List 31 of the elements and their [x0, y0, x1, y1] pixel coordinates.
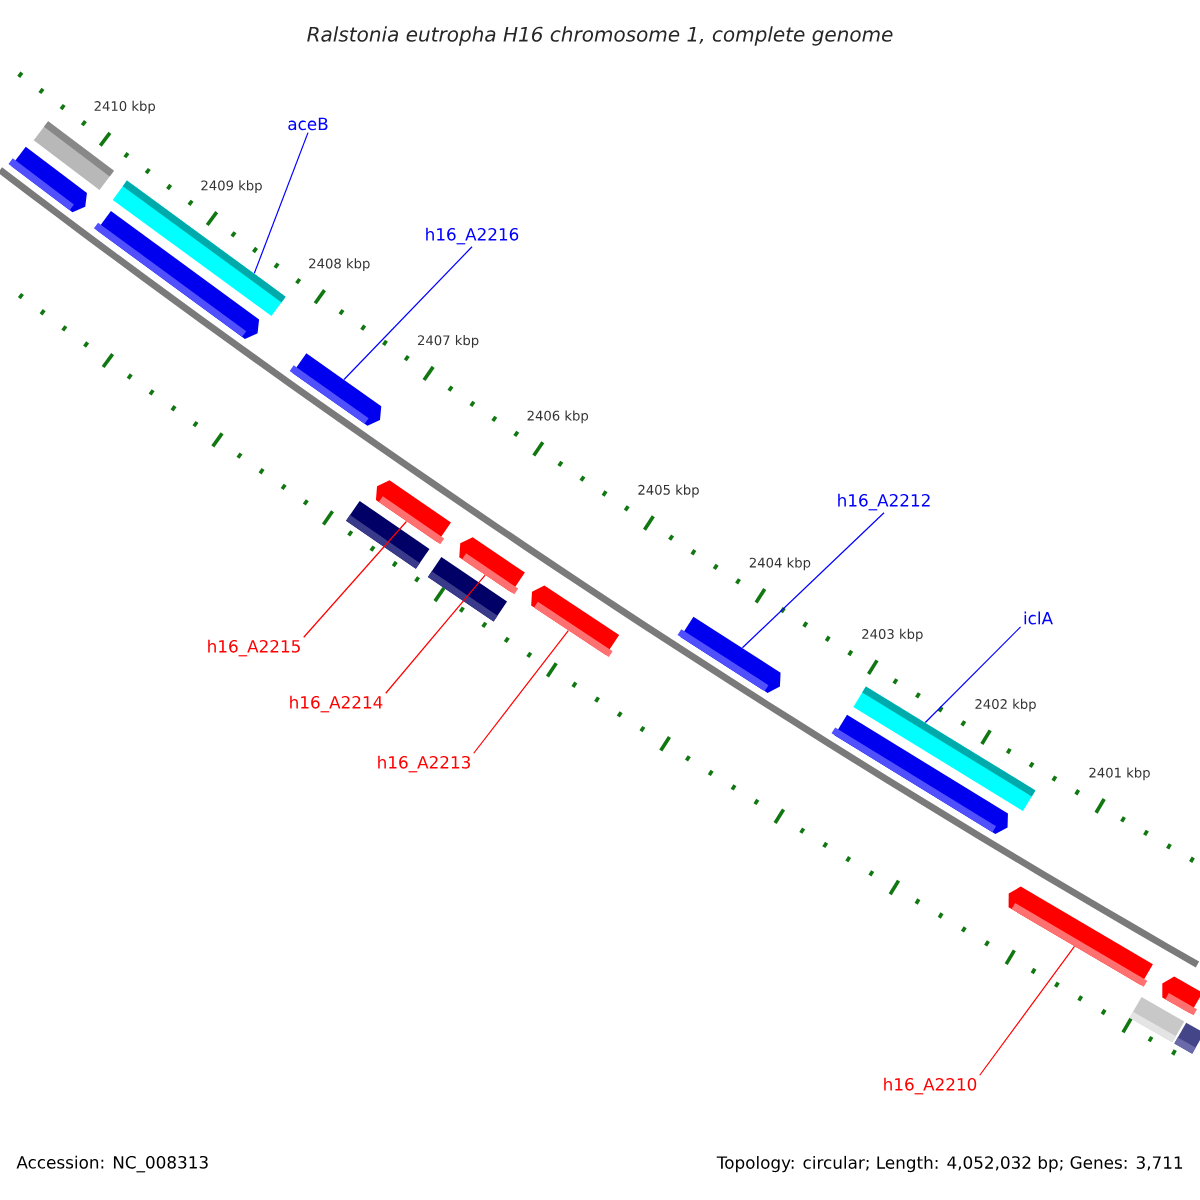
gene-block [289, 353, 382, 426]
leader-line [473, 630, 569, 754]
gene-block [93, 211, 260, 339]
gene-label: h16_A2210 [884, 1077, 977, 1095]
gene-label: h16_A2213 [378, 755, 470, 773]
gene-label: h16_A2215 [208, 639, 300, 657]
gene-bar [1174, 1022, 1200, 1054]
gene-block [1008, 886, 1153, 987]
gene-label: h16_A2216 [426, 227, 519, 245]
gene-bar [346, 500, 430, 569]
gene-bar [427, 557, 508, 622]
title: Ralstonia eutropha H16 chromosome 1, complete genome [307, 26, 893, 46]
footer-text: Topology: circular; Length: 4,052,032 bp; Genes: 3,711 [716, 1155, 1183, 1173]
gene-block [8, 146, 87, 213]
leader-line [741, 512, 885, 649]
gene-block [1162, 976, 1200, 1016]
leader-line [253, 132, 309, 274]
gene-label: h16_A2214 [290, 695, 383, 713]
gene-block [831, 714, 1008, 835]
gene-label: aceB [288, 117, 328, 131]
leader-line [343, 246, 473, 381]
gene-label: iclA [1024, 611, 1053, 625]
gene-label: h16_A2212 [838, 493, 930, 511]
gene-block [531, 585, 620, 658]
leader-line [303, 520, 408, 638]
leader-line [924, 626, 1022, 724]
footer-text: Accession: NC_008313 [16, 1155, 208, 1173]
leader-line [979, 945, 1076, 1076]
gene-bar [1129, 996, 1185, 1043]
leader-line [385, 574, 486, 694]
gene-block [677, 616, 781, 693]
